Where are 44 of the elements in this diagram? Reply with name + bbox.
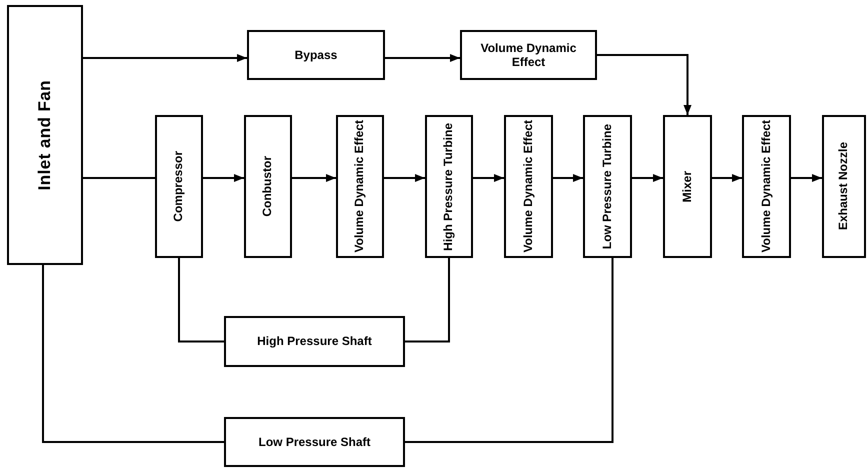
flow-arrow [791, 174, 822, 182]
flow-arrow [632, 174, 663, 182]
component-block [504, 115, 553, 258]
flow-arrow [292, 174, 336, 182]
process-box [460, 30, 597, 80]
flow-arrow [712, 174, 742, 182]
component-block [7, 5, 83, 265]
flow-arrow [203, 174, 244, 182]
block-label: High Pressure Shaft [256, 334, 373, 349]
shaft-line [178, 258, 224, 342]
block-label: Low Pressure Turbine [600, 124, 614, 250]
component-block [822, 115, 866, 258]
block-label: Mixer [680, 170, 694, 202]
block-label: Volume Dynamic Effect [760, 120, 774, 253]
flow-arrow [553, 174, 583, 182]
block-label: Low Pressure Shaft [257, 434, 372, 450]
shaft-line [405, 258, 614, 443]
flow-arrow [597, 54, 692, 115]
component-block [336, 115, 384, 258]
process-box [224, 417, 405, 467]
shaft-line [42, 265, 224, 443]
block-label: Inlet and Fan [35, 80, 55, 190]
component-block [663, 115, 712, 258]
component-block [583, 115, 632, 258]
process-box [247, 30, 385, 80]
block-label: High Pressure Turbine [442, 122, 456, 250]
component-block [742, 115, 791, 258]
flow-arrow [384, 174, 425, 182]
block-label: Exhaust Nozzle [837, 142, 851, 231]
block-label: Bypass [294, 48, 338, 62]
block-label: Conbustor [261, 156, 275, 217]
component-block [244, 115, 292, 258]
flow-arrow [385, 54, 460, 62]
block-label: Compressor [172, 151, 186, 222]
shaft-line [83, 177, 155, 179]
block-label: Volume Dynamic Effect [353, 120, 367, 253]
flow-arrow [83, 54, 247, 62]
block-label: Volume Dynamic Effect [480, 40, 578, 70]
component-block [155, 115, 203, 258]
shaft-line [405, 258, 450, 342]
flow-arrow [473, 174, 504, 182]
component-block [425, 115, 473, 258]
block-label: Volume Dynamic Effect [522, 120, 536, 253]
process-box [224, 316, 405, 367]
